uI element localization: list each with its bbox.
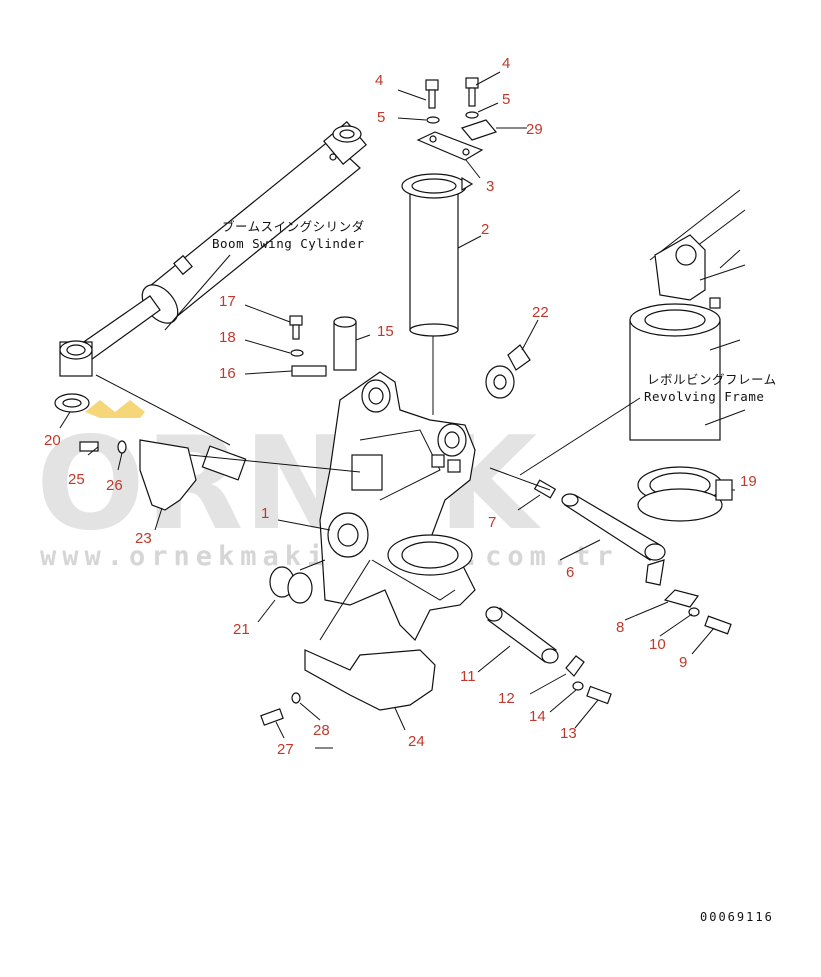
watermark-logo-mark — [85, 400, 145, 418]
label-part-5-right: 5 — [502, 91, 510, 108]
label-part-5-left: 5 — [377, 109, 385, 126]
label-part-26: 26 — [106, 477, 123, 494]
pin-2 — [401, 173, 474, 337]
label-part-8: 8 — [616, 619, 624, 636]
label-part-3: 3 — [486, 178, 494, 195]
label-part-20: 20 — [44, 432, 61, 449]
pin-6 — [561, 493, 666, 586]
label-part-7: 7 — [488, 514, 496, 531]
callout-boom-swing-cylinder-en: Boom Swing Cylinder — [212, 236, 365, 251]
revolving-frame — [629, 189, 746, 522]
label-part-21: 21 — [233, 621, 250, 638]
cover-23 — [139, 439, 197, 511]
swing-bracket — [319, 371, 476, 642]
bolts-4 — [425, 77, 479, 109]
label-part-11: 11 — [460, 668, 476, 685]
callout-boom-swing-cylinder-jp: ブームスイングシリンダ — [222, 219, 365, 234]
label-part-22: 22 — [532, 304, 549, 321]
label-part-29: 29 — [526, 121, 543, 138]
label-part-18: 18 — [219, 329, 236, 346]
label-part-28: 28 — [313, 722, 330, 739]
part-number-labels: 4 4 5 5 29 3 2 22 17 15 18 16 20 25 26 1… — [44, 55, 757, 758]
label-part-17: 17 — [219, 293, 236, 310]
label-part-14: 14 — [529, 708, 546, 725]
label-part-16: 16 — [219, 365, 236, 382]
label-part-13: 13 — [560, 725, 577, 742]
label-part-24: 24 — [408, 733, 425, 750]
label-part-6: 6 — [566, 564, 574, 581]
pin-11 — [485, 606, 559, 664]
pin-15 — [333, 316, 357, 371]
boom-swing-cylinder — [59, 121, 367, 377]
cover-24 — [304, 649, 436, 711]
label-part-9: 9 — [679, 654, 687, 671]
label-part-1: 1 — [261, 505, 269, 522]
label-part-23: 23 — [135, 530, 152, 547]
drawing-number: 00069116 — [700, 910, 774, 924]
label-part-2: 2 — [481, 221, 489, 238]
callout-revolving-frame-en: Revolving Frame — [644, 389, 764, 404]
label-part-10: 10 — [649, 636, 666, 653]
label-part-25: 25 — [68, 471, 85, 488]
label-part-15: 15 — [377, 323, 394, 340]
callout-revolving-frame-jp: レボルビングフレーム — [647, 372, 777, 387]
label-part-27: 27 — [277, 741, 294, 758]
label-part-4-left: 4 — [375, 72, 383, 89]
label-part-19: 19 — [740, 473, 757, 490]
label-part-4-right: 4 — [502, 55, 510, 72]
leader-lines — [59, 71, 735, 749]
label-part-12: 12 — [498, 690, 515, 707]
